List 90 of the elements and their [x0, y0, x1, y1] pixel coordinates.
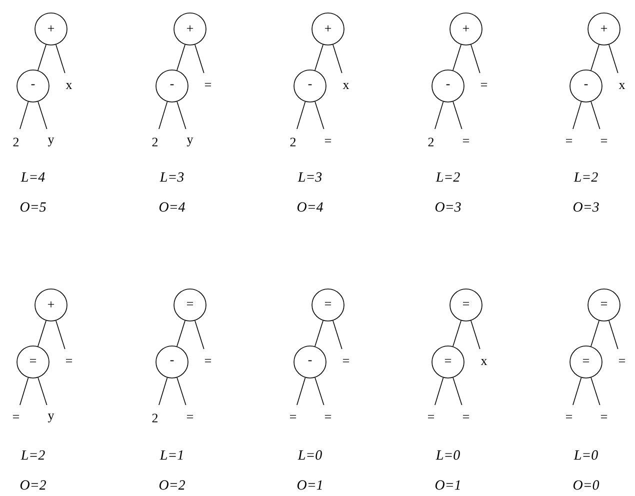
score-label: L=0 — [298, 450, 322, 460]
tree-branch — [452, 377, 462, 406]
tree-branch — [590, 377, 600, 406]
tree-branch — [176, 101, 186, 130]
tree-branch — [608, 44, 618, 74]
leaf-symbol: 2 — [428, 138, 434, 146]
tree-branch — [434, 101, 444, 130]
score-label: L=0 — [436, 450, 460, 460]
score-label: L=2 — [574, 172, 598, 182]
leaf-symbol: = — [66, 359, 72, 362]
tree-branch — [452, 320, 462, 347]
tree-branch — [434, 377, 444, 406]
tree-branch — [452, 44, 462, 71]
tree-branch — [296, 377, 306, 406]
score-label: L=0 — [574, 450, 598, 460]
tree-branch — [176, 377, 186, 406]
tree-branch — [38, 44, 46, 71]
leaf-symbol: = — [324, 139, 332, 142]
leaf-symbol: = — [566, 139, 572, 142]
tree-branch — [314, 377, 324, 406]
tree-branch — [158, 101, 168, 130]
leaf-symbol: = — [428, 415, 434, 418]
score-label: O=2 — [20, 480, 46, 490]
tree-branch — [38, 320, 46, 347]
tree-branch — [38, 101, 48, 130]
score-label: O=1 — [435, 480, 460, 490]
tree-branch — [332, 44, 342, 74]
tree-branch — [608, 320, 618, 350]
score-label: L=3 — [160, 172, 184, 182]
leaf-symbol: = — [480, 83, 488, 86]
leaf-symbol: y — [48, 414, 54, 422]
score-label: O=4 — [159, 202, 185, 212]
leaf-symbol: x — [480, 359, 488, 365]
tree-branch — [56, 320, 66, 350]
tree-branch — [314, 101, 324, 130]
leaf-symbol: = — [462, 415, 470, 418]
tree-branch — [590, 101, 600, 130]
score-label: O=1 — [297, 480, 322, 490]
tree-branch — [158, 377, 168, 406]
tree-branch — [194, 320, 204, 350]
score-label: L=3 — [298, 172, 322, 182]
leaf-symbol: = — [566, 415, 572, 418]
leaf-symbol: = — [186, 415, 194, 418]
leaf-symbol: = — [600, 139, 608, 142]
leaf-symbol: = — [342, 359, 350, 362]
score-label: O=4 — [297, 202, 323, 212]
leaf-symbol: = — [12, 415, 20, 418]
tree-branch — [176, 320, 186, 347]
leaf-symbol: = — [204, 83, 212, 86]
leaf-symbol: x — [342, 83, 350, 89]
tree-branch — [572, 377, 582, 406]
leaf-symbol: 2 — [152, 414, 158, 422]
leaf-symbol: x — [618, 83, 626, 89]
tree-branch — [38, 377, 48, 406]
score-label: O=3 — [435, 202, 461, 212]
tree-branch — [296, 101, 306, 130]
leaf-symbol: y — [48, 138, 54, 146]
leaf-symbol: x — [66, 83, 72, 89]
tree-branch — [20, 377, 29, 406]
leaf-symbol: 2 — [152, 138, 158, 146]
leaf-symbol: = — [462, 139, 470, 142]
score-label: O=2 — [159, 480, 185, 490]
score-label: L=2 — [436, 172, 460, 182]
score-label: L=2 — [20, 450, 45, 460]
tree-branch — [470, 44, 480, 74]
leaf-symbol: y — [186, 138, 194, 146]
tree-branch — [572, 101, 582, 130]
score-label: L=4 — [20, 172, 45, 182]
tree-branch — [590, 320, 600, 347]
leaf-symbol: = — [290, 415, 296, 418]
tree-branch — [332, 320, 342, 350]
score-label: O=3 — [573, 202, 599, 212]
leaf-symbol: = — [324, 415, 332, 418]
leaf-symbol: = — [600, 415, 608, 418]
leaf-symbol: = — [618, 359, 626, 362]
score-label: O=0 — [573, 480, 600, 490]
tree-branch — [56, 44, 66, 74]
leaf-symbol: 2 — [13, 138, 19, 146]
tree-branch — [176, 44, 186, 71]
tree-branch — [452, 101, 462, 130]
score-label: L=1 — [160, 450, 183, 460]
tree-branch — [20, 101, 29, 130]
tree-branch — [194, 44, 204, 74]
tree-branch — [314, 44, 324, 71]
leaf-symbol: = — [204, 359, 212, 362]
score-label: O=5 — [20, 202, 46, 212]
tree-branch — [470, 320, 480, 350]
tree-branch — [590, 44, 600, 71]
tree-branch — [314, 320, 324, 347]
leaf-symbol: 2 — [290, 138, 296, 146]
